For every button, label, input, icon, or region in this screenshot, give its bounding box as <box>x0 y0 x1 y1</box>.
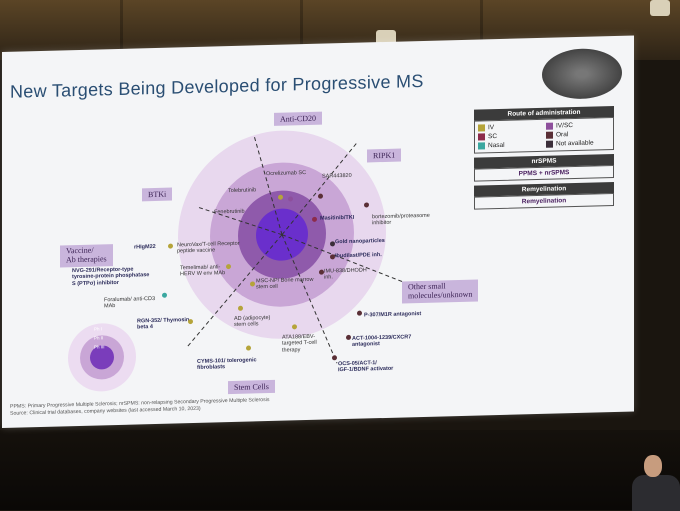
target-foralumab: Foralumab/ anti-CD3 MAb <box>104 295 156 310</box>
divider-line <box>281 234 403 282</box>
legend-label: Not available <box>556 139 594 148</box>
legend-label: Nasal <box>488 141 505 150</box>
projection-screen: New Targets Being Developed for Progress… <box>2 35 634 428</box>
speaker-body <box>632 475 680 511</box>
target-rgn-352: RGN-352/ Thymosin beta 4 <box>137 317 190 331</box>
ceiling-beam <box>480 0 483 60</box>
swatch-iv-sc <box>546 122 553 130</box>
target-ata188: ATA188/EBV- targeted T-cell therapy <box>282 333 317 354</box>
legend-label: IV/SC <box>556 122 573 130</box>
ceiling-beam <box>120 0 123 60</box>
legend: Route of administration IV IV/SC SC Oral… <box>474 105 614 210</box>
speaker-person <box>630 455 680 511</box>
target-rhigm22: rHIgM22 <box>134 243 156 251</box>
target-ibudilast: Ibudilast/PDE inh. <box>335 252 382 260</box>
mini-label-p2: Ph II <box>94 335 104 341</box>
divider-line <box>186 234 283 348</box>
legend-item: IV <box>478 123 542 132</box>
legend-label: SC <box>488 133 498 141</box>
target-temelimab: Temelimab/ anti- HERV W env MAb <box>180 264 226 278</box>
divider-line <box>281 234 338 364</box>
legend-item: Nasal <box>478 141 542 150</box>
target-masitinib: Masitinib/TKI <box>320 214 355 222</box>
target-tolebrutinib: Tolebrutinib <box>228 187 257 195</box>
speaker-head <box>644 455 662 477</box>
swatch-na <box>546 140 553 148</box>
legend-item: Oral <box>546 130 610 139</box>
target-ad-stem-cells: AD (adipocyte) stem cells <box>234 314 271 329</box>
swatch-oral <box>546 131 553 139</box>
category-vaccine: Vaccine/ Ab therapies <box>60 244 113 268</box>
target-fenebrutinib: Fenebrutinib <box>214 208 245 216</box>
ceiling-beam <box>300 0 303 60</box>
auditorium-floor <box>0 430 680 510</box>
category-ripk1: RIPK1 <box>367 148 402 163</box>
legend-nrspms-value: PPMS + nrSPMS <box>474 164 614 182</box>
target-nvg-291: NVG-291/Receptor-type tyrosine-protein p… <box>72 266 150 287</box>
target-msc-np: MSC-NP/ Bone marrow stem cell <box>256 276 314 291</box>
legend-item: SC <box>478 132 542 141</box>
target-ocrelizumab: Ocrelizumab SC <box>266 170 307 178</box>
swatch-nasal <box>478 142 485 150</box>
ceiling-lamp <box>650 0 670 16</box>
legend-item: Not available <box>546 139 610 148</box>
divider-line <box>281 142 358 235</box>
swatch-iv <box>478 124 485 132</box>
target-wheel <box>68 130 403 392</box>
category-other: Other small molecules/unknown <box>402 279 479 304</box>
category-stem-cells: Stem Cells <box>228 379 275 395</box>
legend-label: IV <box>488 124 495 132</box>
target-act-1004: ACT-1004-1239/CXCR7 antagonist <box>352 334 412 349</box>
mini-label-p1: Ph I <box>94 326 103 332</box>
target-neurovax: NeuroVax/T-cell Receptor peptide vaccine <box>177 240 240 255</box>
divider-line <box>253 135 283 235</box>
target-sar443820: SAR443820 <box>322 172 352 180</box>
category-btki: BTKi <box>142 187 173 202</box>
target-gold-nanoparticles: Gold nanoparticles <box>335 237 385 246</box>
mini-ring-3 <box>90 345 114 370</box>
category-anti-cd20: Anti-CD20 <box>274 111 322 126</box>
divider-line <box>196 206 283 236</box>
swatch-sc <box>478 133 485 141</box>
target-ocs-05: OCS-05/ACT-1/ IGF-1/BDNF activator <box>338 360 394 374</box>
target-imu-838: IMU-838/DHODH inh. <box>324 267 367 281</box>
legend-item: IV/SC <box>546 121 610 130</box>
legend-routes: IV IV/SC SC Oral Nasal Not available <box>474 116 614 154</box>
target-cyms-101: CYMS-101/ tolerogenic fibroblasts <box>197 357 257 372</box>
mini-label-p3: Ph III <box>94 344 105 350</box>
target-bortezomib: bortezomib/proteasome inhibitor <box>372 212 430 227</box>
legend-label: Oral <box>556 131 569 139</box>
